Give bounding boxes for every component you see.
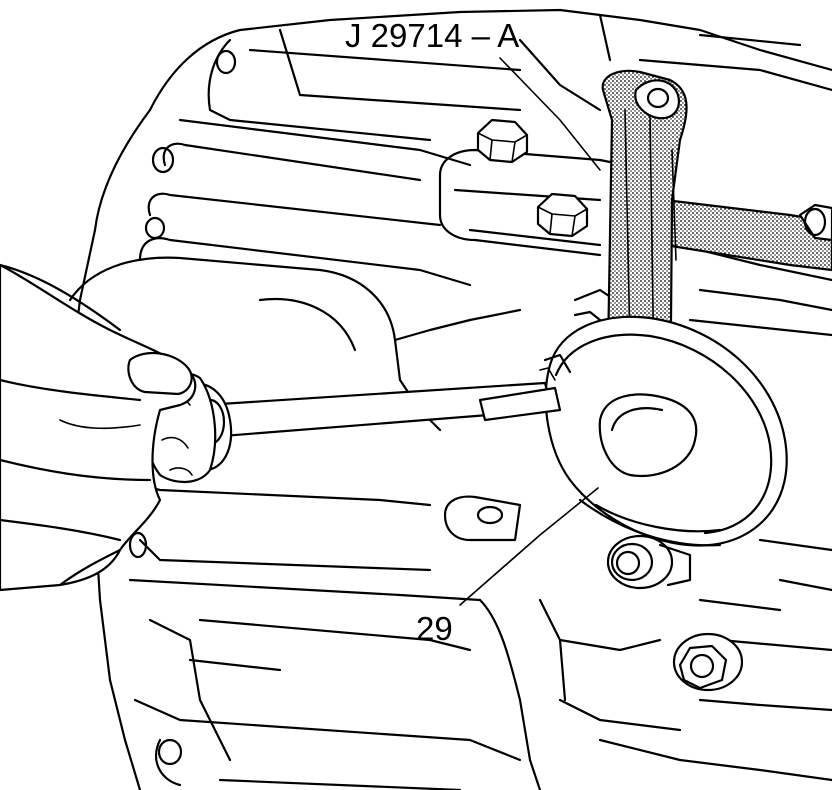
- tube-fitting-1: [606, 534, 692, 590]
- technician-hand: [0, 263, 197, 592]
- transmission-seal: [543, 310, 788, 547]
- bolt-head-2: [536, 192, 589, 238]
- part-number-label: 29: [416, 610, 453, 647]
- tool-callout: J 29714 – A: [345, 17, 601, 171]
- bolt-head-1: [476, 118, 529, 164]
- screwdriver: [143, 367, 562, 483]
- transmission-case: [68, 8, 832, 790]
- tool-label: J 29714 – A: [345, 17, 519, 54]
- tube-fitting-2: [672, 632, 744, 692]
- part-callout: 29: [416, 487, 599, 647]
